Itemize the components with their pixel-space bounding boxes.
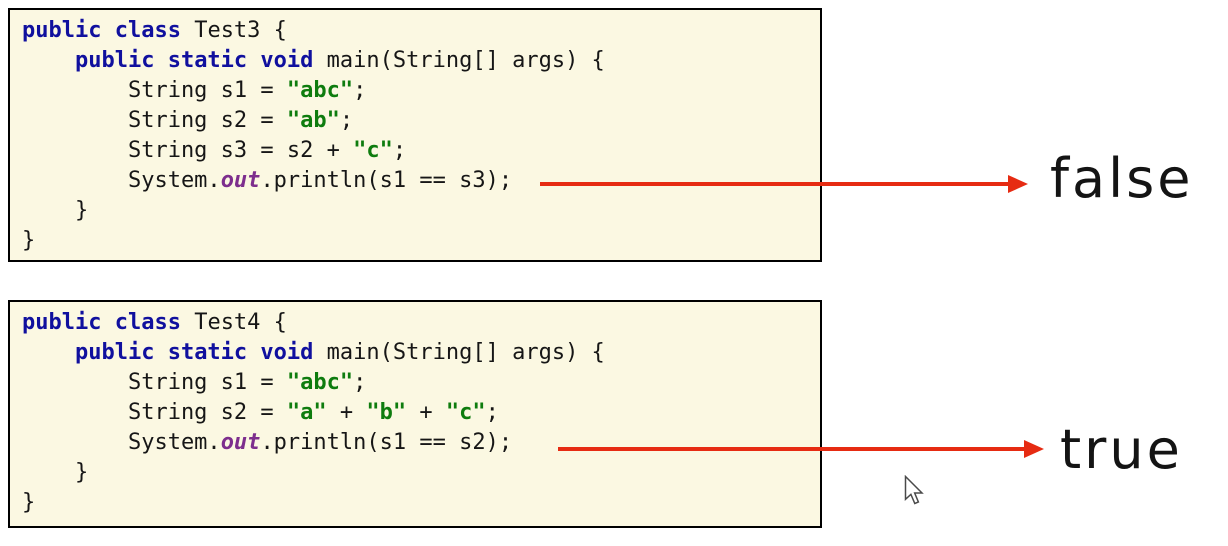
code-token: System. <box>22 430 221 455</box>
code-snippet-test3: public class Test3 { public static void … <box>10 10 820 256</box>
code-line: } <box>22 196 820 226</box>
code-snippet-test4: public class Test4 { public static void … <box>10 302 820 518</box>
code-line: System.out.println(s1 == s2); <box>22 428 820 458</box>
code-line: public static void main(String[] args) { <box>22 338 820 368</box>
code-token: public static void <box>74 340 314 365</box>
mouse-cursor-icon <box>904 475 924 505</box>
code-token: } <box>22 228 36 253</box>
code-token <box>22 340 75 365</box>
code-token: ; <box>485 400 499 425</box>
code-token: "c" <box>353 138 393 163</box>
code-token: public class <box>22 18 181 43</box>
code-box-test3: public class Test3 { public static void … <box>8 8 822 262</box>
code-token: } <box>22 490 36 515</box>
code-token: ; <box>353 370 367 395</box>
arrow-line-test4-result <box>558 447 1026 451</box>
code-token: "abc" <box>286 78 354 103</box>
code-line: System.out.println(s1 == s3); <box>22 166 820 196</box>
code-token: String s2 = <box>22 108 287 133</box>
code-token: main(String[] args) { <box>313 48 605 73</box>
code-token: Test3 { <box>180 18 287 43</box>
result-label-test4: true <box>1060 418 1183 481</box>
code-line: } <box>22 458 820 488</box>
code-token: } <box>22 198 89 223</box>
code-line: String s3 = s2 + "c"; <box>22 136 820 166</box>
code-token: ; <box>392 138 407 163</box>
code-line: String s2 = "ab"; <box>22 106 820 136</box>
code-line: String s1 = "abc"; <box>22 368 820 398</box>
code-line: String s1 = "abc"; <box>22 76 820 106</box>
code-token: } <box>22 460 89 485</box>
code-token: + <box>326 400 367 425</box>
code-token: Test4 { <box>180 310 287 335</box>
code-token: public class <box>22 310 181 335</box>
code-token: main(String[] args) { <box>313 340 605 365</box>
result-label-test3: false <box>1050 147 1194 210</box>
code-token: String s3 = s2 + <box>22 138 354 163</box>
code-token: System. <box>22 168 221 193</box>
code-line: String s2 = "a" + "b" + "c"; <box>22 398 820 428</box>
code-token: "c" <box>445 400 486 425</box>
code-token: ; <box>353 78 367 103</box>
code-token: out <box>220 430 261 455</box>
code-token: String s1 = <box>22 78 287 103</box>
code-token: public static void <box>74 48 314 73</box>
code-token: String s2 = <box>22 400 287 425</box>
code-token: "abc" <box>286 370 354 395</box>
code-token: out <box>220 168 261 193</box>
code-token: .println(s1 == s3); <box>260 168 513 193</box>
code-box-test4: public class Test4 { public static void … <box>8 300 822 528</box>
code-token: "b" <box>366 400 407 425</box>
arrow-head-icon <box>1024 440 1044 458</box>
code-token: String s1 = <box>22 370 287 395</box>
code-token: + <box>406 400 446 425</box>
code-line: } <box>22 488 820 518</box>
code-line: public class Test4 { <box>22 308 820 338</box>
code-line: public static void main(String[] args) { <box>22 46 820 76</box>
arrow-head-icon <box>1008 175 1028 193</box>
code-token: "ab" <box>286 108 340 133</box>
code-token: "a" <box>286 400 327 425</box>
code-line: } <box>22 226 820 256</box>
code-token: .println(s1 == s2); <box>260 430 513 455</box>
code-line: public class Test3 { <box>22 16 820 46</box>
arrow-line-test3-result <box>540 182 1010 186</box>
code-token <box>22 48 75 73</box>
code-token: ; <box>339 108 354 133</box>
